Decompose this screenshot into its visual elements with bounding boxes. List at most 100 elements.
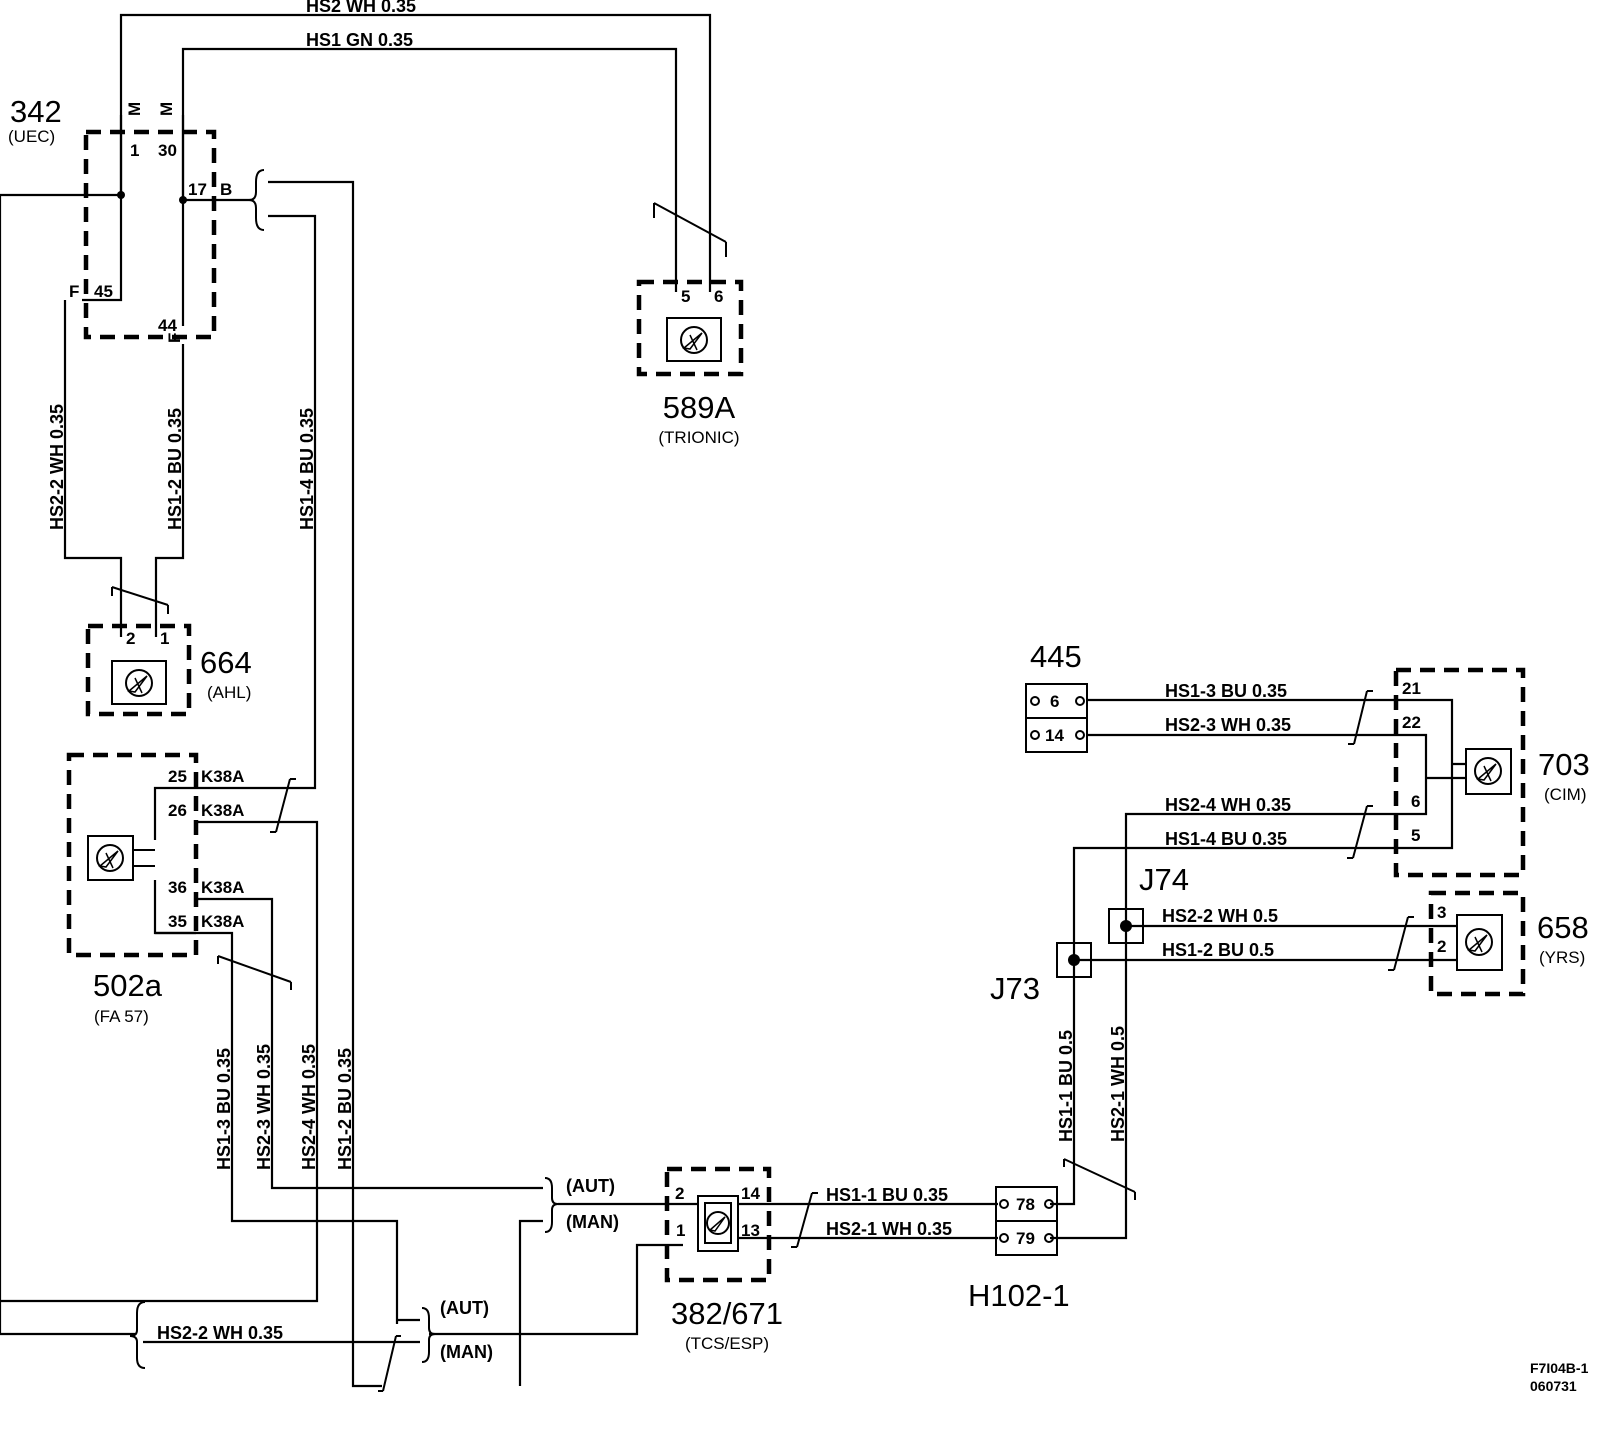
conn-fa57-k38a-3: K38A bbox=[201, 878, 244, 897]
junction-j74-box bbox=[1108, 908, 1144, 944]
fa57-box bbox=[66, 752, 199, 958]
pin-yrs-3: 3 bbox=[1437, 903, 1446, 922]
label-yrs: (YRS) bbox=[1539, 948, 1585, 967]
conn-fa57-k38a-1: K38A bbox=[201, 767, 244, 786]
pin-tcs-14: 14 bbox=[741, 1184, 760, 1203]
figure-code-date: 060731 bbox=[1530, 1378, 1577, 1394]
wire-label-hs2-3-mid: HS2-3 WH 0.35 bbox=[254, 1044, 274, 1170]
figure-code: F7I04B-1 060731 bbox=[1530, 1360, 1589, 1394]
pin-ahl-1: 1 bbox=[160, 629, 169, 648]
break-mark-fa57-top bbox=[270, 778, 296, 833]
control-unit-symbols bbox=[87, 317, 1512, 1252]
pin-445-14: 14 bbox=[1045, 726, 1064, 745]
pin-uec-45: 45 bbox=[94, 282, 113, 301]
wire-cim-internal bbox=[1426, 762, 1466, 780]
variant-labels: (AUT) (MAN) (AUT) (MAN) bbox=[440, 1176, 619, 1362]
wire-label-hs2-4-cim: HS2-4 WH 0.35 bbox=[1165, 795, 1291, 815]
label-382-671: 382/671 bbox=[671, 1296, 783, 1331]
break-mark-yrs bbox=[1388, 916, 1414, 971]
component-labels: 342 (UEC) 589A (TRIONIC) 664 (AHL) 502a … bbox=[8, 94, 1590, 1353]
pin-fa57-25: 25 bbox=[168, 767, 187, 786]
break-mark-ahl bbox=[111, 586, 169, 614]
label-ahl: (AHL) bbox=[207, 683, 251, 702]
wire-hs1-4-cim bbox=[1072, 698, 1454, 960]
trionic-box bbox=[636, 279, 744, 377]
label-j74: J74 bbox=[1139, 862, 1189, 897]
break-mark-tcs bbox=[791, 1192, 818, 1248]
wire-label-hs1-4-left: HS1-4 BU 0.35 bbox=[297, 408, 317, 530]
pin-tcs-13: 13 bbox=[741, 1221, 760, 1240]
label-445: 445 bbox=[1030, 639, 1082, 674]
uec-box bbox=[83, 129, 217, 340]
label-h102-1: H102-1 bbox=[968, 1278, 1070, 1313]
control-unit-icon-fa57 bbox=[87, 835, 155, 881]
pin-fa57-26: 26 bbox=[168, 801, 187, 820]
pin-h102-79: 79 bbox=[1016, 1229, 1035, 1248]
label-502a: 502a bbox=[93, 968, 163, 1003]
wire-label-hs2-2-left: HS2-2 WH 0.35 bbox=[47, 404, 67, 530]
wire-label-hs1-2-left: HS1-2 BU 0.35 bbox=[165, 408, 185, 530]
pin-uec-f2: F bbox=[165, 333, 184, 343]
pin-uec-44: 44 bbox=[158, 316, 177, 335]
label-342: 342 bbox=[10, 94, 62, 129]
connector-h102 bbox=[995, 1186, 1058, 1256]
wire-hs2-top bbox=[119, 13, 712, 292]
tcs-box bbox=[664, 1166, 772, 1283]
wire-hs2-left-long bbox=[0, 193, 135, 1336]
wire-label-hs1-1-j73: HS1-1 BU 0.5 bbox=[1056, 1030, 1076, 1142]
wire-label-hs2-1-tcs: HS2-1 WH 0.35 bbox=[826, 1219, 952, 1239]
pin-cim-22: 22 bbox=[1402, 713, 1421, 732]
wire-label-hs1-3-cim: HS1-3 BU 0.35 bbox=[1165, 681, 1287, 701]
wire-label-hs1-2-yrs: HS1-2 BU 0.5 bbox=[1162, 940, 1274, 960]
label-tcs-esp: (TCS/ESP) bbox=[685, 1334, 769, 1353]
control-unit-icon-cim bbox=[1465, 748, 1512, 795]
pin-trionic-6: 6 bbox=[714, 287, 723, 306]
wire-label-hs1-4-cim: HS1-4 BU 0.35 bbox=[1165, 829, 1287, 849]
wire-bracket-top bbox=[268, 180, 382, 1388]
break-mark-cim-upper bbox=[1348, 690, 1373, 745]
pin-tcs-2: 2 bbox=[675, 1184, 684, 1203]
wire-hs1-2-ahl bbox=[154, 344, 185, 637]
wire-label-hs1-3-mid: HS1-3 BU 0.35 bbox=[214, 1048, 234, 1170]
junction-j73-box bbox=[1056, 942, 1092, 978]
label-fa57: (FA 57) bbox=[94, 1007, 149, 1026]
label-664: 664 bbox=[200, 645, 252, 680]
pin-uec-m2: M bbox=[157, 102, 176, 116]
wire-label-top-hs2: HS2 WH 0.35 bbox=[306, 0, 416, 16]
wire-label-hs2-2-yrs: HS2-2 WH 0.5 bbox=[1162, 906, 1278, 926]
break-mark-fa57-bottom bbox=[217, 955, 292, 990]
control-unit-icon-trionic bbox=[666, 317, 722, 362]
pin-cim-5: 5 bbox=[1411, 826, 1420, 845]
pin-uec-17: 17 bbox=[188, 180, 207, 199]
bracket-uec bbox=[248, 169, 265, 231]
pin-tcs-1: 1 bbox=[676, 1221, 685, 1240]
wire-fa57-26 bbox=[0, 820, 319, 1303]
wire-fa57-25 bbox=[153, 786, 196, 840]
conn-fa57-k38a-2: K38A bbox=[201, 801, 244, 820]
pin-fa57-35: 35 bbox=[168, 912, 187, 931]
label-658: 658 bbox=[1537, 910, 1589, 945]
pin-cim-6: 6 bbox=[1411, 792, 1420, 811]
pin-yrs-2: 2 bbox=[1437, 937, 1446, 956]
junctions bbox=[1056, 908, 1144, 978]
wire-label-hs1-1-tcs: HS1-1 BU 0.35 bbox=[826, 1185, 948, 1205]
cim-box bbox=[1393, 667, 1526, 878]
label-trionic: (TRIONIC) bbox=[658, 428, 739, 447]
wire-label-hs1-2-mid: HS1-2 BU 0.35 bbox=[335, 1048, 355, 1170]
control-unit-icon-yrs bbox=[1456, 914, 1503, 971]
bracket-aut-man-upper bbox=[544, 1177, 559, 1233]
figure-code-id: F7I04B-1 bbox=[1530, 1360, 1589, 1376]
pin-uec-f1: F bbox=[69, 282, 79, 301]
variant-man-upper: (MAN) bbox=[566, 1212, 619, 1232]
ahl-box bbox=[85, 623, 192, 717]
control-unit-icon-tcs bbox=[697, 1195, 739, 1252]
wires bbox=[0, 13, 1466, 1392]
wire-uec-pin1 bbox=[82, 115, 123, 302]
wire-labels: HS2 WH 0.35 HS1 GN 0.35 HS2-2 WH 0.35 HS… bbox=[47, 0, 1291, 1343]
wire-hs1-top bbox=[181, 47, 678, 292]
pin-445-6: 6 bbox=[1050, 692, 1059, 711]
bracket-bottom-left bbox=[129, 1301, 146, 1369]
wire-label-hs2-4-mid: HS2-4 WH 0.35 bbox=[299, 1044, 319, 1170]
pin-uec-1: 1 bbox=[130, 141, 139, 160]
